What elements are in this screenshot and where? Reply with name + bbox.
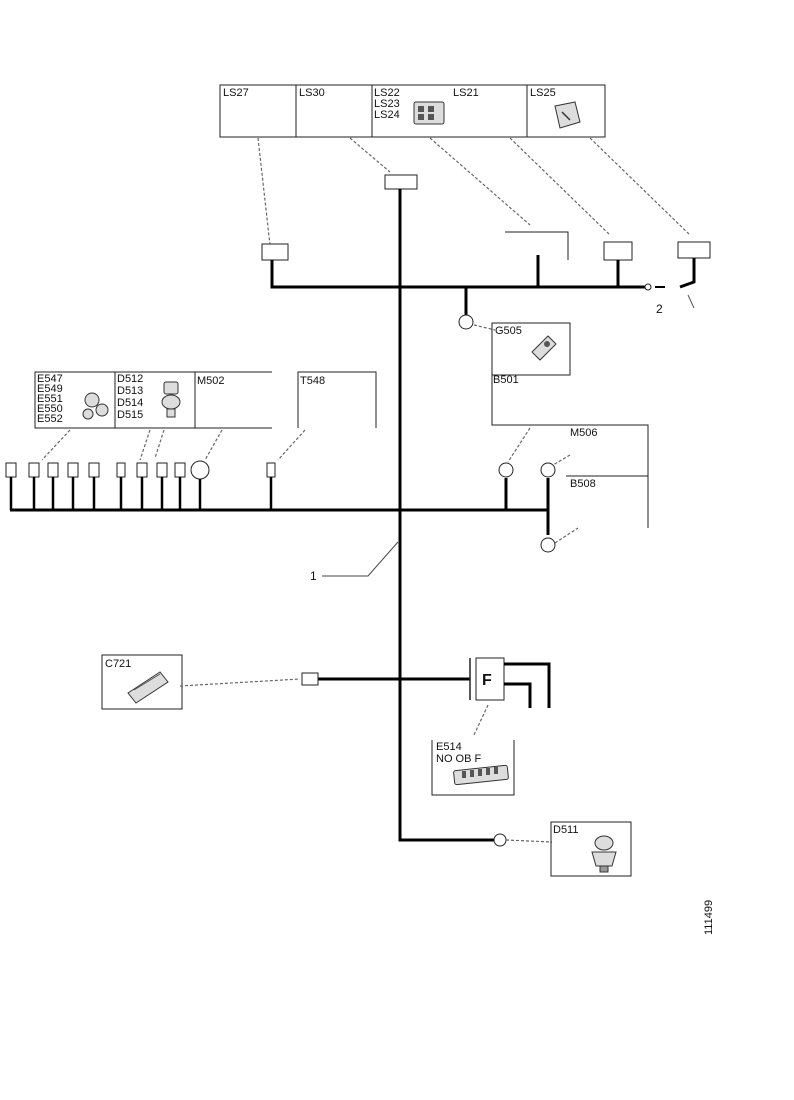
label-D514: D514	[117, 397, 143, 409]
label-E547: E547	[37, 373, 63, 385]
connector-ls22	[603, 241, 633, 261]
b508-connector	[540, 462, 556, 478]
d511-box	[550, 821, 632, 877]
e514-group: E514 NO OB F	[431, 704, 515, 796]
g505-b501-group: G505 B501	[458, 314, 571, 386]
connector	[156, 462, 168, 478]
left-connectors	[5, 460, 276, 510]
g505-box	[491, 322, 571, 376]
label-M506: M506	[570, 427, 598, 439]
left-leads	[41, 429, 306, 461]
top-component-row: LS27 LS30 LS22 LS23 LS24 LS21 LS25	[219, 84, 606, 138]
d-stack-box	[114, 371, 196, 429]
t548-frame	[297, 371, 377, 428]
label-D515: D515	[117, 409, 143, 421]
label-E514: E514	[436, 741, 462, 753]
oil-pressure-sender-icon	[591, 835, 617, 873]
e514-frame	[431, 740, 515, 796]
label-M502: M502	[197, 375, 225, 387]
switch-icon	[554, 101, 581, 129]
label-LS21: LS21	[453, 87, 479, 99]
label-B501: B501	[493, 374, 519, 386]
label-G505: G505	[495, 325, 522, 337]
top-component-frame	[219, 84, 606, 138]
label-D513: D513	[117, 385, 143, 397]
callout-2: 2	[656, 302, 663, 316]
harness-wires	[10, 189, 696, 842]
connector	[116, 462, 126, 478]
label-E550: E550	[37, 403, 63, 415]
connector	[28, 462, 40, 478]
d511-group: D511	[493, 821, 632, 877]
top-leads	[257, 137, 691, 246]
connector	[47, 462, 59, 478]
fuse-f-letter: F	[482, 672, 492, 689]
bulb-cluster-icon	[82, 392, 109, 420]
label-LS24: LS24	[374, 109, 400, 121]
label-LS23: LS23	[374, 98, 400, 110]
label-T548: T548	[300, 375, 325, 387]
c721-group: C721	[101, 654, 319, 710]
main-connector	[384, 174, 418, 190]
lower-ground-connector	[540, 537, 556, 553]
fuse-f-box	[475, 657, 505, 701]
connector-ls27	[261, 243, 289, 261]
m506-connector	[498, 462, 514, 478]
fuse-f-group: F	[469, 657, 551, 708]
label-LS22: LS22	[374, 87, 400, 99]
label-E514-note: NO OB F	[436, 753, 482, 765]
label-E552: E552	[37, 413, 63, 425]
callout-1-group: 1	[310, 541, 399, 583]
callout-1: 1	[310, 569, 317, 583]
connector	[67, 462, 79, 478]
figure-id: 111499	[703, 900, 715, 935]
label-D511: D511	[553, 824, 578, 836]
g505-connector	[458, 314, 474, 330]
fuse-holder-icon	[127, 671, 169, 704]
c721-connector	[301, 672, 319, 686]
d511-connector	[493, 833, 507, 847]
c721-box	[101, 654, 183, 710]
label-LS25: LS25	[530, 87, 556, 99]
label-E551: E551	[37, 393, 63, 405]
connector	[5, 462, 17, 478]
fuse-box-icon	[453, 764, 509, 786]
left-component-row: E547 E549 E551 E550 E552 D512 D513 D514 …	[34, 371, 377, 429]
label-LS27: LS27	[223, 87, 249, 99]
connector	[88, 462, 100, 478]
label-D512: D512	[117, 373, 143, 385]
label-C721: C721	[105, 658, 131, 670]
round-connector	[190, 460, 210, 480]
relay-block-icon	[413, 101, 445, 125]
m506-b508-group: M506 B508	[491, 375, 649, 553]
label-E549: E549	[37, 383, 63, 395]
pressure-switch-icon	[161, 381, 181, 418]
label-LS30: LS30	[299, 87, 325, 99]
sensor-icon	[531, 335, 557, 361]
connector	[136, 462, 148, 478]
connector-ls21	[505, 231, 569, 260]
connector-ls25	[677, 241, 711, 259]
connector	[174, 462, 186, 478]
ground-2-marker	[644, 283, 695, 309]
label-B508: B508	[570, 478, 596, 490]
connector	[266, 462, 276, 478]
